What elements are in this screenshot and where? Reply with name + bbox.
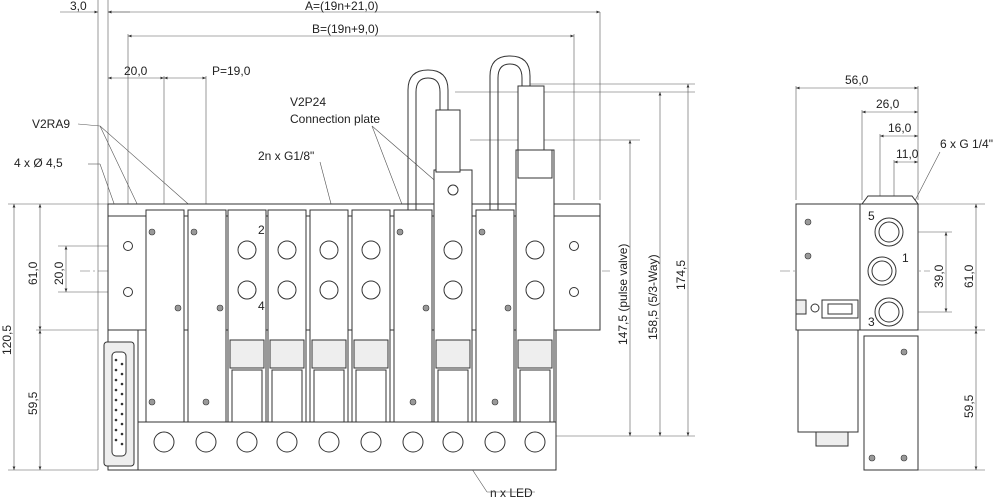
dim-left-20: 20,0 <box>52 261 66 285</box>
side-view: 56,0 26,0 16,0 11,0 6 x G 1/4" 39,0 61,0… <box>780 73 993 471</box>
valve-module <box>309 209 349 423</box>
dim-side-59: 59,5 <box>962 394 976 418</box>
top-dimensions: 3,0 A=(19n+21,0) B=(19n+9,0) 20,0 P=19,0 <box>60 0 601 470</box>
dim-left-61: 61,0 <box>26 261 40 285</box>
dim-left-59: 59,5 <box>26 391 40 415</box>
blank-plates <box>145 209 515 423</box>
dim-26: 26,0 <box>876 97 900 111</box>
dim-3: 3,0 <box>70 0 87 13</box>
port-1: 1 <box>902 251 909 265</box>
label-v2ra9: V2RA9 <box>32 117 70 131</box>
dim-pitch: P=19,0 <box>212 64 251 78</box>
side-screws <box>804 218 908 462</box>
port-3: 3 <box>868 315 875 329</box>
mounting-hole <box>569 287 579 297</box>
label-holes: 4 x Ø 4,5 <box>14 156 63 170</box>
right-dimensions: 147,5 (pulse valve) 158,5 (5/3-Way) 174,… <box>455 83 695 437</box>
dim-158: 158,5 (5/3-Way) <box>646 254 660 340</box>
dim-147: 147,5 (pulse valve) <box>616 244 630 345</box>
dim-11: 11,0 <box>896 147 919 161</box>
dim-left-120: 120,5 <box>0 325 14 355</box>
valve-module <box>267 209 307 423</box>
port-number: 2 <box>258 223 265 237</box>
port-number: 4 <box>258 299 265 313</box>
dim-174: 174,5 <box>674 260 688 290</box>
side-dimensions: 56,0 26,0 16,0 11,0 6 x G 1/4" 39,0 61,0… <box>795 73 993 471</box>
valve-module: 2 4 <box>227 209 267 423</box>
dim-side-61: 61,0 <box>962 264 976 288</box>
valve-module <box>515 149 555 423</box>
label-ports: 2n x G1/8" <box>258 149 314 163</box>
dim-16: 16,0 <box>888 121 912 135</box>
label-side-ports: 6 x G 1/4" <box>940 137 993 151</box>
sub-d-connector <box>103 341 135 467</box>
end-plate-left <box>123 241 133 297</box>
mounting-hole <box>123 241 133 251</box>
dim-side-39: 39,0 <box>932 264 946 288</box>
mounting-hole <box>569 241 579 251</box>
valve-module <box>433 169 473 423</box>
valve-modules: 2 4 <box>227 149 555 423</box>
dim-56: 56,0 <box>845 73 869 87</box>
cables <box>407 55 545 210</box>
end-plate-right <box>569 241 579 297</box>
port-5: 5 <box>868 209 875 223</box>
front-view: 3,0 A=(19n+21,0) B=(19n+9,0) 20,0 P=19,0… <box>0 0 695 500</box>
dim-a: A=(19n+21,0) <box>305 0 378 13</box>
plate-screws <box>148 228 512 406</box>
label-connection-plate: Connection plate <box>290 112 380 126</box>
left-dimensions: 120,5 61,0 20,0 59,5 <box>0 203 128 471</box>
valve-module <box>351 209 391 423</box>
side-ports: 5 1 3 <box>867 209 909 329</box>
callouts: V2RA9 4 x Ø 4,5 2n x G1/8" V2P24 Connect… <box>14 95 535 500</box>
dim-20: 20,0 <box>124 64 148 78</box>
dim-b: B=(19n+9,0) <box>312 22 379 36</box>
mounting-hole <box>123 287 133 297</box>
bottom-ports <box>153 431 546 453</box>
label-v2p24: V2P24 <box>290 95 326 109</box>
label-led: n x LED <box>490 486 533 500</box>
